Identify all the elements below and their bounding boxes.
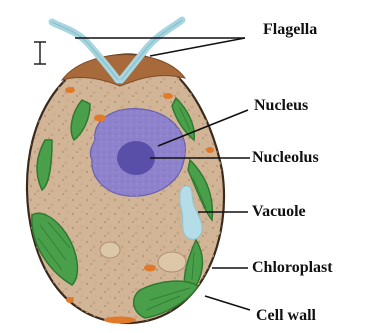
label-chloroplast: Chloroplast — [252, 260, 333, 276]
nucleolus — [117, 141, 155, 175]
label-nucleus: Nucleus — [254, 98, 308, 114]
scale-bar — [34, 42, 46, 64]
label-flagella: Flagella — [263, 22, 317, 38]
label-nucleolus: Nucleolus — [252, 150, 319, 166]
label-cell-wall: Cell wall — [256, 308, 316, 324]
label-vacuole: Vacuole — [252, 204, 306, 220]
